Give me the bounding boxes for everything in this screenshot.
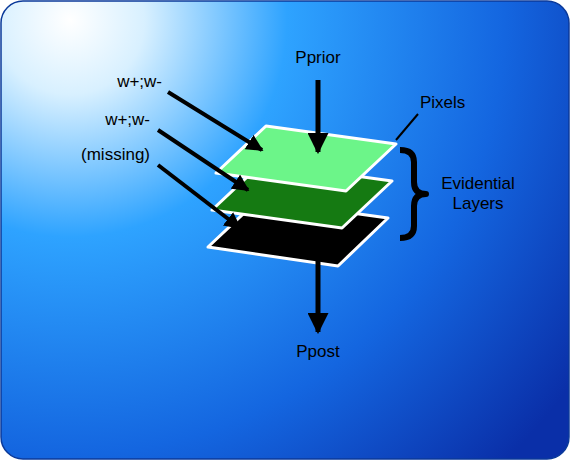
posterior-arrow — [316, 258, 321, 332]
pixels-label: Pixels — [420, 93, 465, 113]
weight-arrow — [158, 165, 240, 228]
leader-line — [396, 114, 418, 140]
weight-label: w+;w- — [105, 110, 150, 130]
layer-brace — [400, 150, 426, 238]
weight-arrow — [168, 92, 262, 150]
weight-arrow — [158, 130, 248, 190]
layers-label: Evidential Layers — [433, 174, 523, 213]
prior-arrow — [316, 80, 321, 152]
prior-label: Pprior — [295, 48, 340, 68]
evidence-layer — [216, 126, 396, 191]
posterior-label: Ppost — [296, 342, 339, 362]
weight-label: w+;w- — [117, 72, 162, 92]
missing-label: (missing) — [81, 145, 150, 165]
